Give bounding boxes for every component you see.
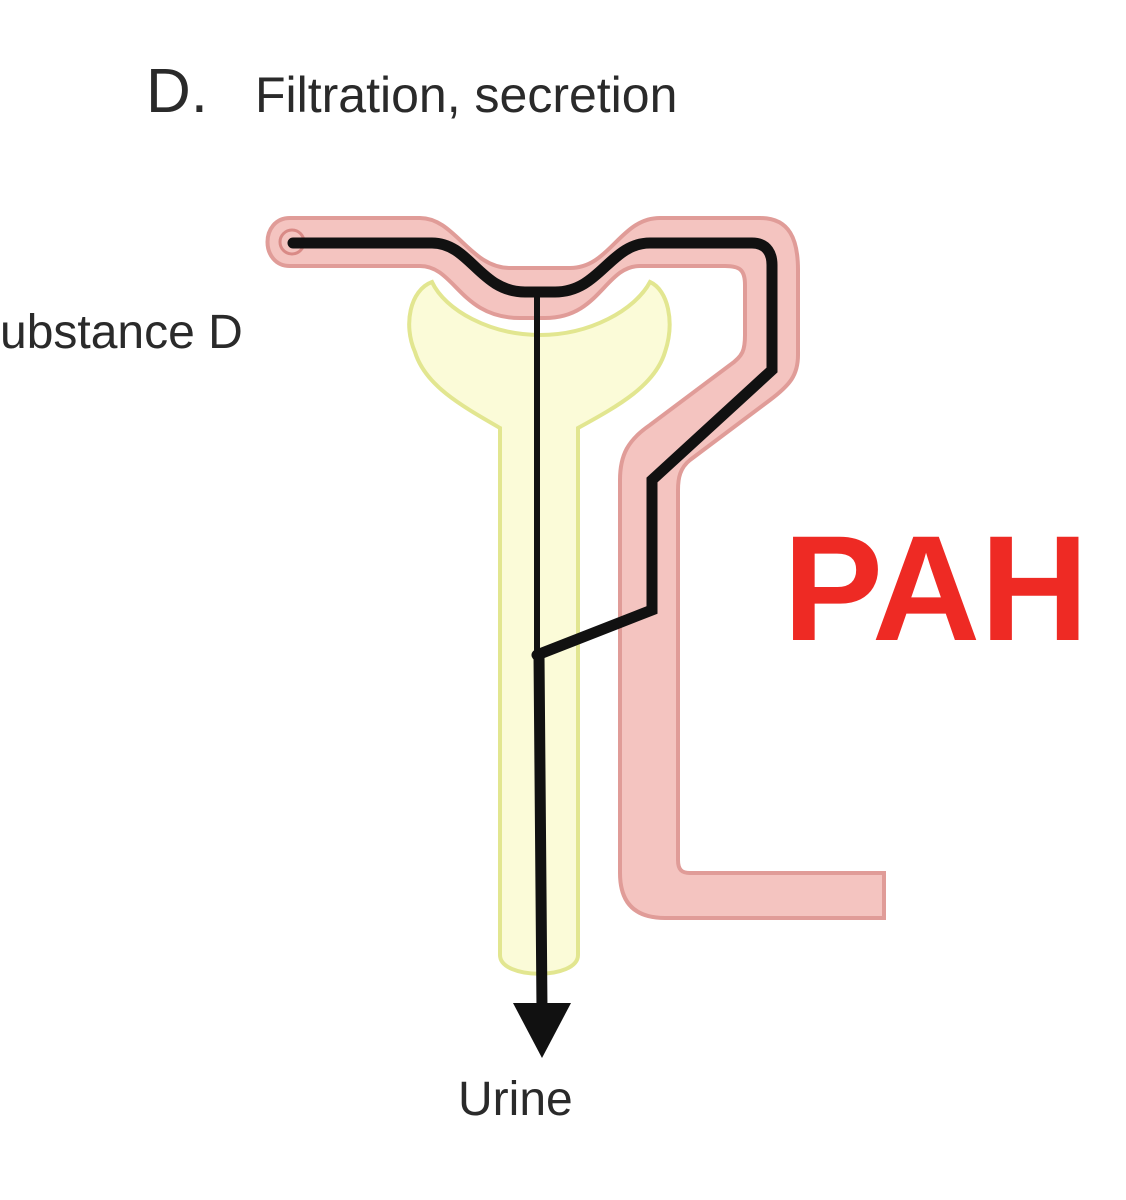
- urine-flow-line: [533, 649, 548, 1016]
- secretion-path: [287, 237, 778, 661]
- blood-vessel: [265, 216, 886, 920]
- urine-label: Urine: [458, 1073, 573, 1126]
- panel-title: Filtration, secretion: [255, 67, 677, 123]
- substance-label: ubstance D: [0, 306, 243, 359]
- panel-letter: D.: [146, 57, 208, 126]
- urine-arrowhead: [513, 1003, 571, 1058]
- pah-label: PAH: [783, 504, 1089, 672]
